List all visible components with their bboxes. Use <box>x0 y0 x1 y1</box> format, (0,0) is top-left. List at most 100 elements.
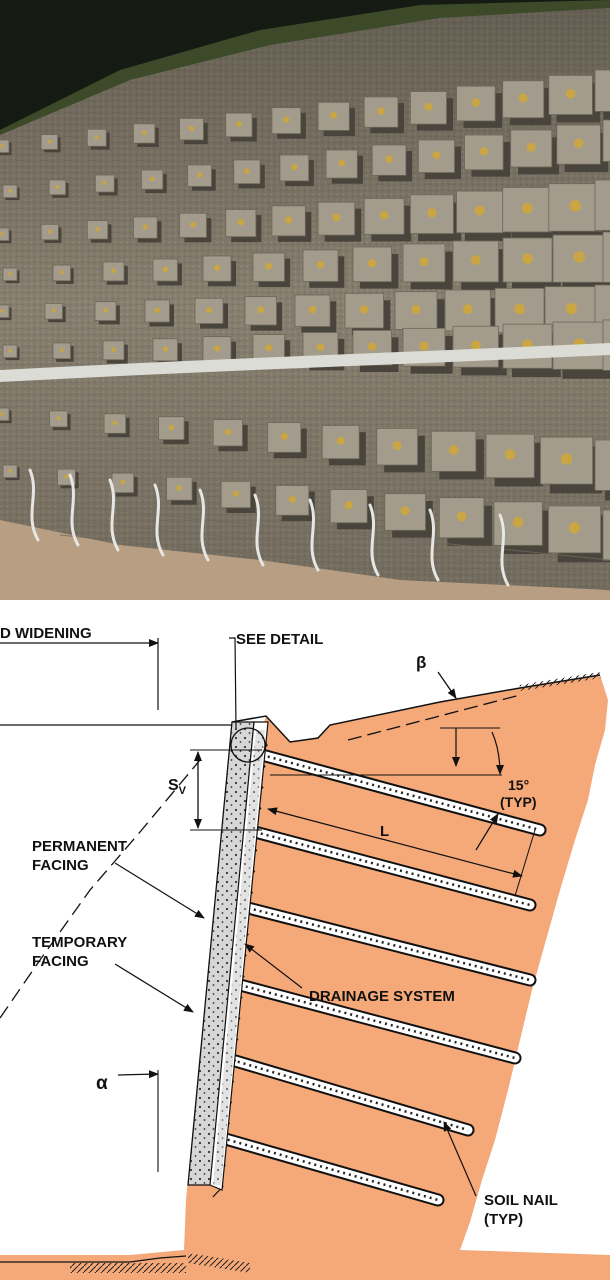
length-label: L <box>380 823 389 840</box>
bearing-plate <box>352 246 399 289</box>
drain-pipe <box>68 473 80 547</box>
bearing-plate <box>556 124 609 173</box>
drain-pipe <box>108 478 120 552</box>
bearing-plate <box>376 427 425 473</box>
bearing-plate <box>279 154 314 187</box>
drain-pipe <box>498 513 510 587</box>
soil-nail <box>233 978 522 1065</box>
bearing-plate <box>102 340 128 364</box>
length-dimension <box>267 807 523 878</box>
bearing-plate <box>2 344 20 361</box>
bearing-plate <box>0 139 12 156</box>
bearing-plate <box>133 123 159 147</box>
bearing-plate <box>94 301 120 325</box>
bearing-plate <box>52 264 74 284</box>
photo-white-band <box>0 343 610 382</box>
temporary-label-line2: FACING <box>32 953 89 970</box>
bearing-plate <box>244 296 283 331</box>
bearing-plate <box>464 134 511 177</box>
bearing-plate <box>485 433 543 487</box>
soil-nail <box>241 901 537 987</box>
see-detail-label: SEE DETAIL <box>236 631 323 648</box>
bearing-plate <box>48 179 69 198</box>
bearing-plate <box>302 249 345 288</box>
bearing-plate <box>0 304 12 321</box>
bearing-plate <box>594 69 610 120</box>
bearing-plate <box>194 297 229 329</box>
bearing-plate <box>2 184 20 201</box>
bearing-plate <box>187 164 216 191</box>
bearing-plate <box>602 119 610 162</box>
bearing-plate <box>158 416 189 445</box>
bearing-plate <box>86 220 112 243</box>
bearing-plate <box>2 464 20 481</box>
bearing-plate <box>94 174 118 196</box>
road-widening-label: D WIDENING <box>0 625 92 642</box>
drain-pipe <box>308 498 320 572</box>
bearing-plate <box>166 476 197 505</box>
soil-nail-label-line1: SOIL NAIL <box>484 1192 558 1209</box>
temporary-leader <box>114 963 194 1013</box>
permanent-label-line2: FACING <box>32 857 89 874</box>
bearing-plate <box>344 292 391 335</box>
photo-ground <box>0 520 610 600</box>
bearing-plate <box>594 439 610 501</box>
bearing-plate <box>179 118 208 145</box>
soil-nail-leader <box>443 1121 477 1197</box>
angle-typ-label: (TYP) <box>500 794 537 810</box>
bearing-plate <box>594 179 610 241</box>
bearing-plate <box>294 294 337 333</box>
bearing-plate <box>252 252 291 288</box>
bearing-plate <box>317 201 362 242</box>
slope-ref-dashed <box>347 694 521 741</box>
bearing-plate <box>103 413 130 438</box>
bearing-plate <box>540 436 603 494</box>
bearing-plate <box>329 489 374 530</box>
beta-arrow <box>437 671 457 699</box>
drain-pipe <box>153 483 165 557</box>
permanent-label-line1: PERMANENT <box>32 838 127 855</box>
bearing-plate <box>144 299 174 327</box>
bearing-plate <box>271 107 306 139</box>
bearing-plate <box>402 243 453 290</box>
drainage-leader <box>244 943 303 989</box>
alpha-arrow <box>117 1070 159 1079</box>
sv-label: SV <box>168 777 187 797</box>
bearing-plate <box>49 410 71 431</box>
bearing-plate <box>179 212 212 243</box>
see-detail-circle <box>230 727 266 763</box>
drain-pipe <box>253 493 265 567</box>
bearing-plate <box>40 134 61 153</box>
bearing-plate <box>220 480 256 513</box>
bearing-plate <box>325 149 363 184</box>
bearing-plate <box>602 231 610 283</box>
bearing-plate <box>44 302 66 323</box>
drain-pipe <box>28 468 40 542</box>
bearing-plate <box>275 485 315 522</box>
angle-arc <box>491 731 504 775</box>
soil-nail-label-line2: (TYP) <box>484 1211 523 1228</box>
soil-nail-cross-section: D WIDENING SEE DETAIL β SV 15° (TYP) L P… <box>0 625 610 1280</box>
bearing-plate <box>2 267 20 284</box>
bearing-plate <box>456 85 503 128</box>
bearing-plate <box>0 227 12 244</box>
bearing-plate <box>111 472 138 497</box>
bearing-plate <box>0 407 12 424</box>
bearing-plate <box>141 169 167 194</box>
bearing-plate <box>233 159 265 189</box>
temporary-facing-dots <box>213 730 265 1185</box>
bearing-plate <box>384 493 433 538</box>
bearing-plate <box>225 112 257 142</box>
bearing-plate <box>510 129 560 175</box>
bearing-plate <box>409 91 454 131</box>
bearing-plate <box>409 194 462 242</box>
excavation-line-dashed <box>0 759 201 1019</box>
bearing-plate <box>430 430 484 480</box>
bearing-plate <box>417 139 462 180</box>
drain-pipe <box>368 503 380 577</box>
drain-pipe <box>198 488 210 562</box>
bearing-plate <box>502 80 552 126</box>
bearing-plate <box>363 198 412 242</box>
slope-surface <box>231 674 601 743</box>
